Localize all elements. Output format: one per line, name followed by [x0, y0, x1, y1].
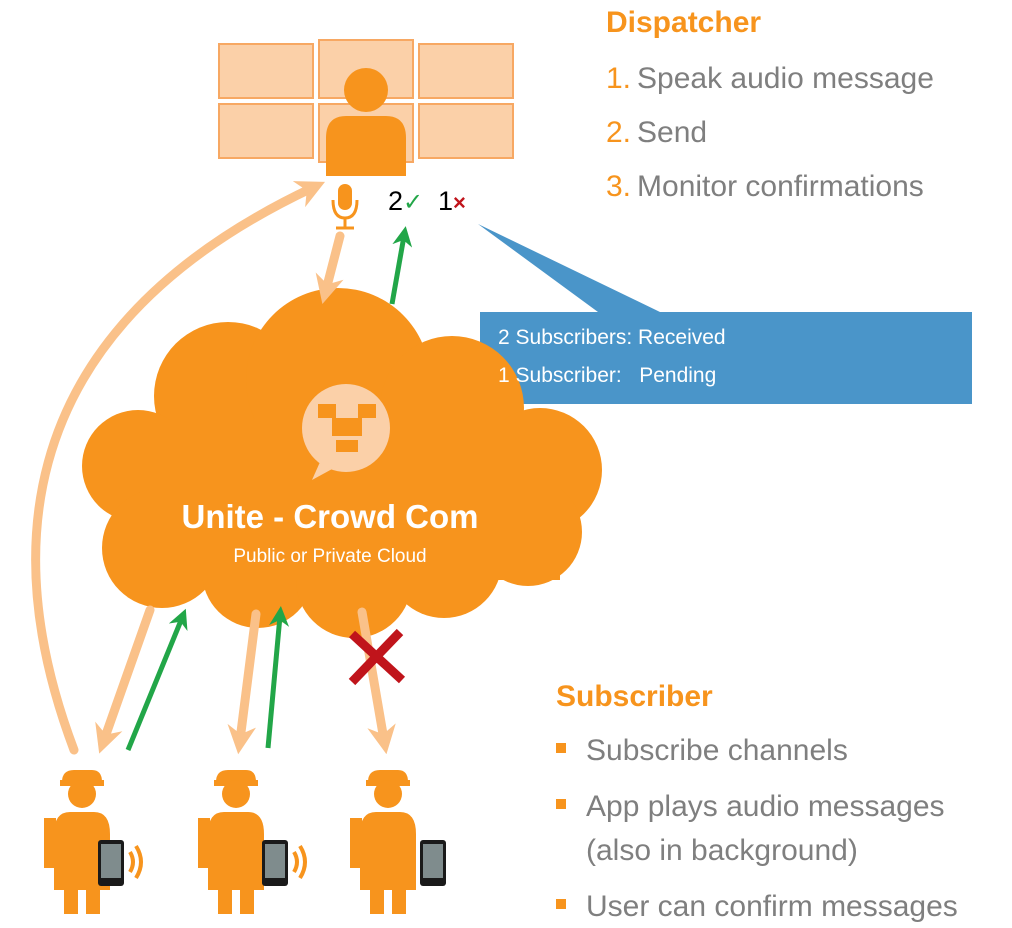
check-icon: ✓ [403, 189, 424, 216]
bullet-square-icon [556, 743, 566, 754]
subscriber-bullet-2-continuation: (also in background) [586, 834, 858, 867]
step-text: Send [637, 116, 708, 149]
subscriber2-confirm-arrow [265, 606, 290, 749]
callout-line-pending: 1 Subscriber: Pending [498, 364, 717, 387]
subscriber-bullet-2: App plays audio messages [556, 790, 945, 824]
crowd-chat-icon [302, 384, 390, 480]
microphone-icon [331, 184, 359, 230]
feedback-arrow [31, 181, 326, 755]
dispatcher-step-1: 1.Speak audio message [606, 62, 934, 96]
failed-delivery-x-icon [348, 628, 406, 686]
subscriber-heading: Subscriber [556, 680, 713, 713]
cloud-shape [82, 288, 602, 638]
monitor-wall-icon [218, 39, 514, 176]
step-number: 2. [606, 116, 632, 149]
bullet-square-icon [556, 899, 566, 910]
pending-status: 1× [438, 186, 466, 217]
dispatcher-to-cloud-arrow [315, 231, 345, 304]
step-number: 3. [606, 170, 632, 203]
subscriber-bullet-1: Subscribe channels [556, 734, 848, 768]
step-text: Monitor confirmations [637, 170, 924, 203]
cloud-subtitle: Public or Private Cloud [233, 546, 427, 567]
bullet-text: App plays audio messages [586, 790, 945, 823]
pending-count: 1 [438, 186, 454, 216]
bullet-text: User can confirm messages [586, 890, 958, 923]
callout-box [478, 224, 972, 404]
received-status: 2✓ [388, 186, 423, 217]
dispatcher-step-3: 3.Monitor confirmations [606, 170, 924, 204]
subscriber-bullet-3: User can confirm messages [556, 890, 958, 924]
step-number: 1. [606, 62, 632, 95]
cloud-to-subscriber3-arrow [357, 607, 396, 755]
received-count: 2 [388, 186, 404, 216]
callout-line-received: 2 Subscribers: Received [498, 326, 726, 349]
bullet-square-icon [556, 799, 566, 810]
cloud-to-subscriber2-arrow [227, 609, 261, 755]
audio-flow-arrows [31, 181, 396, 755]
step-text: Speak audio message [637, 62, 934, 95]
bullet-text: Subscribe channels [586, 734, 848, 767]
subscriber1-confirm-arrow [125, 608, 188, 751]
subscriber-2-icon [198, 770, 307, 914]
dispatcher-heading: Dispatcher [606, 6, 762, 39]
cross-icon: × [453, 190, 466, 215]
confirmation-arrows [125, 226, 413, 751]
dispatcher-step-2: 2.Send [606, 116, 707, 150]
cloud-title: Unite - Crowd Com [181, 498, 479, 535]
subscriber-1-icon [44, 770, 143, 914]
subscriber-3-icon [350, 770, 446, 914]
cloud-to-dispatcher-confirm-arrow [389, 226, 413, 305]
cloud-to-subscriber1-arrow [95, 605, 155, 754]
